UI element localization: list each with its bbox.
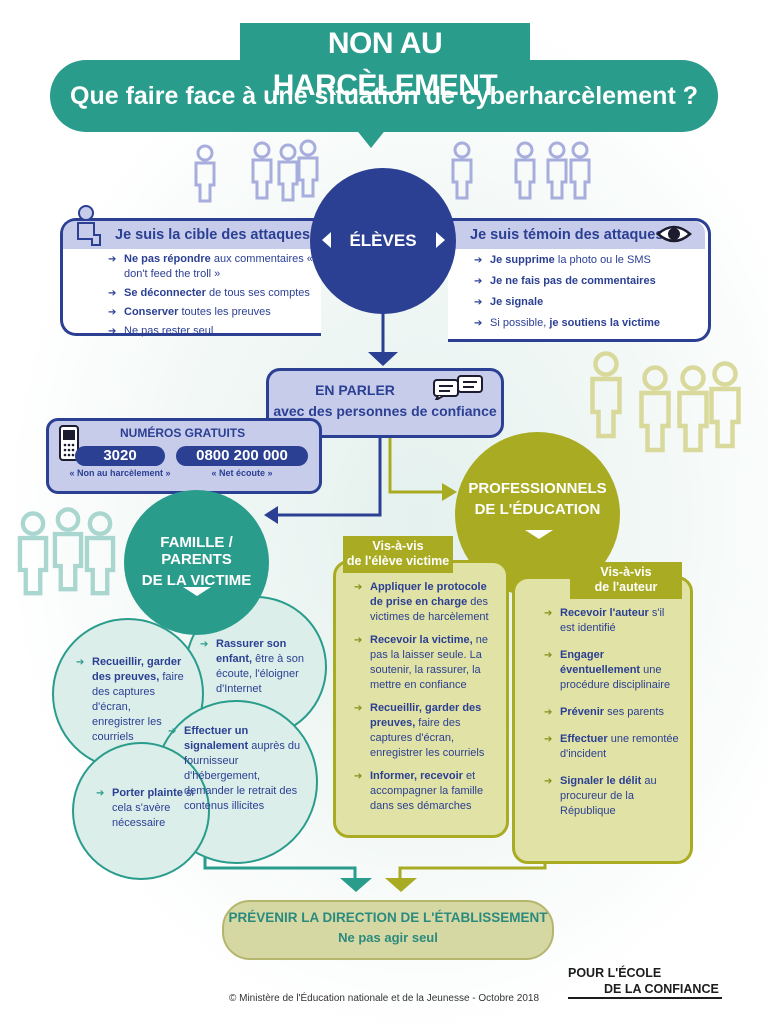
list-item: Recueillir, garder des preuves, faire de…	[354, 701, 499, 761]
famille-circle: FAMILLE / PARENTS DE LA VICTIME	[124, 490, 269, 635]
prevenir-subtitle: Ne pas agir seul	[338, 930, 438, 945]
list-item: Si possible, je soutiens la victime	[474, 316, 699, 331]
list-item: Je signale	[474, 295, 699, 310]
vav-eleve-list: Appliquer le protocole de prise en charg…	[354, 580, 499, 818]
list-item: Rassurer son enfant, être à son écoute, …	[200, 637, 312, 697]
eleves-circle: ÉLÈVES	[310, 168, 456, 314]
bubble-tail	[355, 128, 387, 148]
cible-heading-bar: Je suis la cible des attaques	[63, 221, 325, 249]
list-item: Porter plainte si cela s'avère nécessair…	[96, 786, 196, 831]
phone-icon	[58, 424, 80, 462]
famille-list-rassurer: Rassurer son enfant, être à son écoute, …	[200, 637, 312, 701]
victim-sitting-icon	[68, 205, 102, 247]
list-item: Ne pas répondre aux commentaires « don't…	[108, 252, 318, 282]
list-item: Conserver toutes les preuves	[108, 305, 318, 320]
phone-number-3020[interactable]: 3020	[75, 446, 165, 466]
list-item: Recueillir, garder des preuves, faire de…	[76, 655, 186, 745]
vav-eleve-subtitle: de l'élève victime	[346, 554, 450, 568]
list-item: Recevoir la victime, ne pas la laisser s…	[354, 633, 499, 693]
logo-line1: POUR L'ÉCOLE	[568, 966, 662, 980]
people-figures-left	[17, 507, 116, 596]
professionnels-line1: PROFESSIONNELS	[468, 480, 607, 497]
eleves-label: ÉLÈVES	[349, 231, 417, 250]
prevenir-box: PRÉVENIR LA DIRECTION DE L'ÉTABLISSEMENT…	[222, 900, 554, 960]
professionnels-line2: DE L'ÉDUCATION	[474, 501, 601, 518]
phone-label-0800: « Net écoute »	[211, 468, 273, 478]
footer-credit: © Ministère de l'Éducation nationale et …	[228, 993, 540, 1004]
prevenir-title: PRÉVENIR LA DIRECTION DE L'ÉTABLISSEMENT	[228, 910, 548, 925]
list-item: Appliquer le protocole de prise en charg…	[354, 580, 499, 625]
famille-list-plainte: Porter plainte si cela s'avère nécessair…	[96, 786, 196, 835]
vav-eleve-header: Vis-à-vis de l'élève victime	[343, 536, 453, 573]
arrow-left-icon	[322, 232, 331, 248]
phone-number-0800[interactable]: 0800 200 000	[176, 446, 308, 466]
subtitle: Que faire face à une situation de cyberh…	[70, 82, 698, 110]
vav-auteur-title: Vis-à-vis	[600, 565, 652, 579]
numeros-heading: NUMÉROS GRATUITS	[120, 426, 246, 440]
arrow-right-icon	[436, 232, 445, 248]
list-item: Recevoir l'auteur s'il est identifié	[544, 606, 679, 636]
famille-line2: DE LA VICTIME	[141, 572, 252, 589]
people-figures-right	[590, 351, 741, 453]
eye-icon	[656, 222, 692, 246]
list-item: Effectuer une remontée d'incident	[544, 732, 679, 762]
en-parler-subtitle: avec des personnes de confiance	[273, 403, 497, 419]
logo: POUR L'ÉCOLE DE LA CONFIANCE	[568, 965, 728, 999]
list-item: Je supprime la photo ou le SMS	[474, 253, 699, 268]
list-item: Se déconnecter de tous ses comptes	[108, 286, 318, 301]
temoin-list: Je supprime la photo ou le SMS Je ne fai…	[474, 253, 699, 335]
famille-line1: FAMILLE / PARENTS	[160, 534, 233, 568]
cible-heading: Je suis la cible des attaques	[115, 227, 311, 243]
vav-auteur-list: Recevoir l'auteur s'il est identifié Eng…	[544, 606, 679, 823]
en-parler-title: EN PARLER	[315, 382, 395, 398]
chevron-down-icon	[525, 530, 553, 539]
vav-auteur-header: Vis-à-vis de l'auteur	[570, 562, 682, 599]
chat-bubbles-icon	[432, 374, 484, 400]
list-item: Prévenir ses parents	[544, 705, 679, 720]
list-item: Effectuer un signalement auprès du fourn…	[168, 724, 308, 814]
phone-label-3020: « Non au harcèlement »	[69, 468, 171, 478]
people-figures-top	[194, 139, 591, 203]
vav-auteur-subtitle: de l'auteur	[594, 580, 658, 594]
page-title: NON AU HARCÈLEMENT	[240, 23, 530, 102]
cible-list: Ne pas répondre aux commentaires « don't…	[108, 252, 318, 343]
list-item: Ne pas rester seul	[108, 324, 318, 339]
chevron-down-icon	[183, 587, 211, 596]
logo-line2: DE LA CONFIANCE	[568, 981, 722, 999]
list-item: Je ne fais pas de commentaires	[474, 274, 699, 289]
list-item: Engager éventuellement une procédure dis…	[544, 648, 679, 693]
famille-list-recueillir: Recueillir, garder des preuves, faire de…	[76, 655, 186, 749]
famille-list-signalement: Effectuer un signalement auprès du fourn…	[168, 724, 308, 818]
temoin-heading: Je suis témoin des attaques	[470, 227, 664, 243]
vav-eleve-title: Vis-à-vis	[372, 539, 424, 553]
list-item: Signaler le délit au procureur de la Rép…	[544, 774, 679, 819]
subtitle-bubble: Que faire face à une situation de cyberh…	[50, 60, 718, 132]
list-item: Informer, recevoir et accompagner la fam…	[354, 769, 499, 814]
